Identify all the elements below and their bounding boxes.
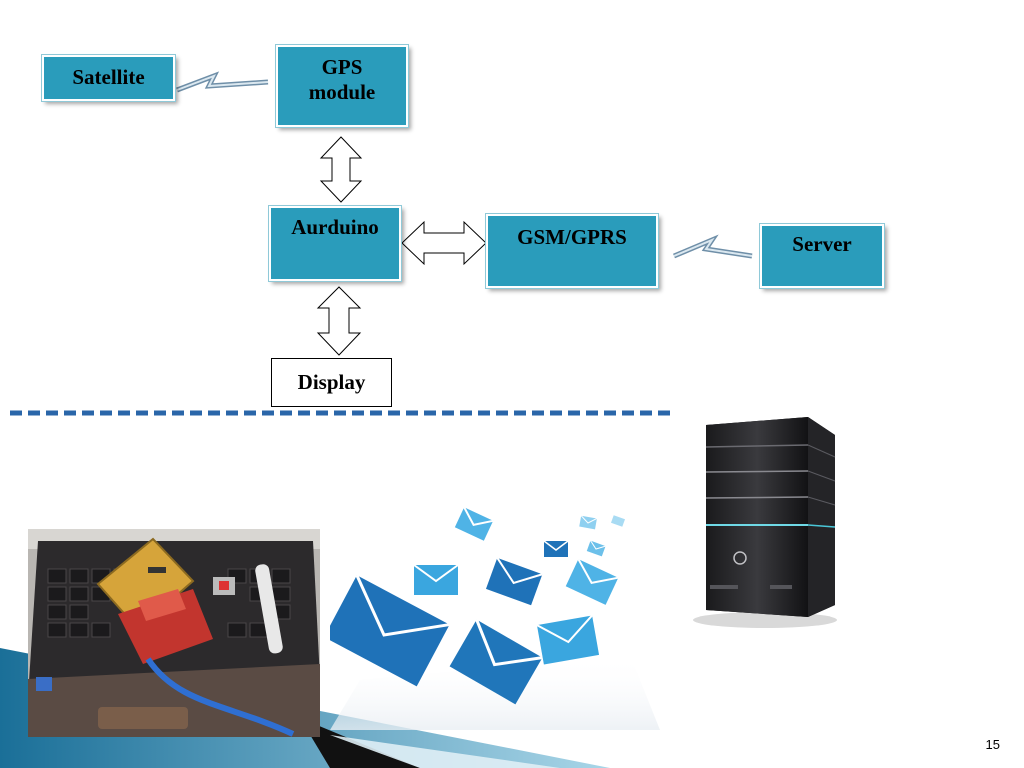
gsm-gprs-label: GSM/GPRS <box>517 225 627 249</box>
satellite-node: Satellite <box>41 54 176 102</box>
gps-label-line1: GPS <box>321 55 363 79</box>
footer-wedge-light <box>330 735 560 768</box>
arduino-node: Aurduino <box>268 205 402 282</box>
double-arrow-gps-arduino <box>319 136 363 203</box>
gps-label-line2: module <box>308 80 376 105</box>
gsm-gprs-node: GSM/GPRS <box>485 213 659 289</box>
server-node: Server <box>759 223 885 289</box>
display-label: Display <box>297 370 366 394</box>
gps-module-node: GPS module <box>275 44 409 128</box>
server-label: Server <box>792 232 852 256</box>
page-number: 15 <box>985 737 1000 752</box>
double-arrow-arduino-display <box>316 286 362 356</box>
server-tower-icon <box>693 417 837 628</box>
laptop-hardware-photo <box>28 529 320 737</box>
satellite-label: Satellite <box>72 65 145 89</box>
display-node: Display <box>271 358 392 407</box>
envelope-icon <box>330 506 660 730</box>
double-arrow-arduino-gsm <box>401 220 487 266</box>
arduino-label: Aurduino <box>291 215 379 239</box>
